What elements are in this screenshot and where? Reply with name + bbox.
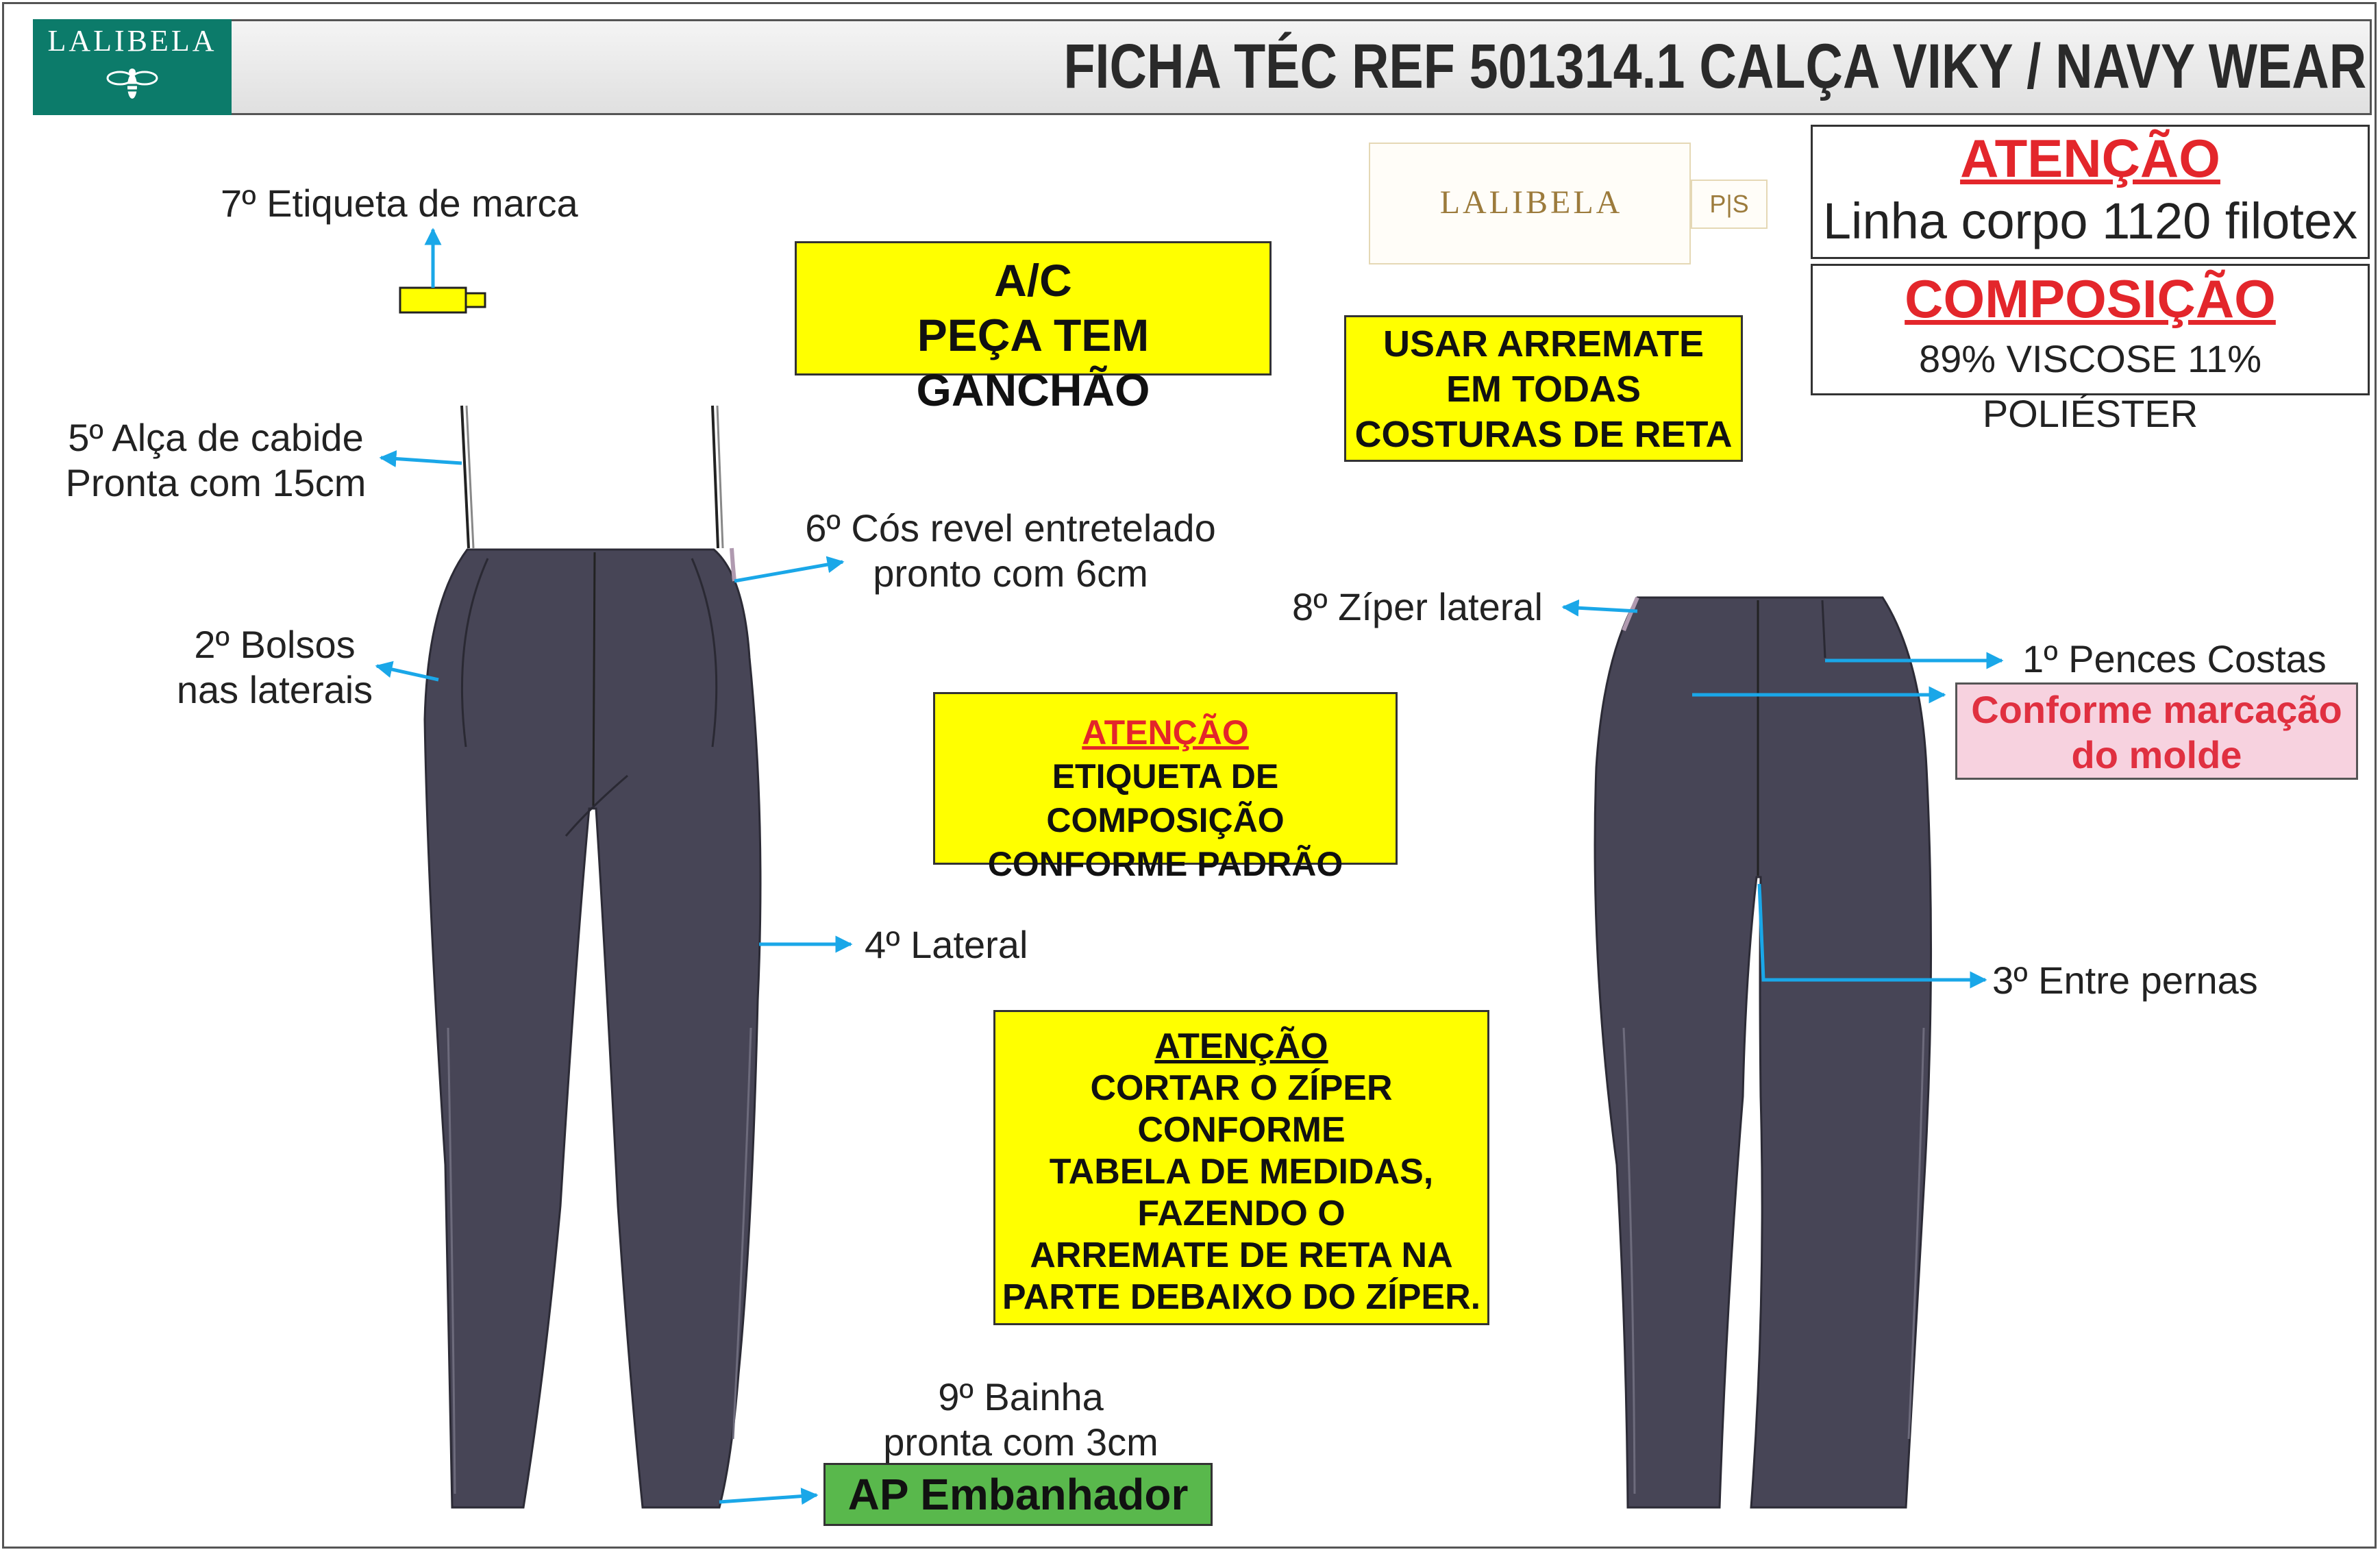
hanger-strap-left	[460, 405, 470, 549]
ziper-note-line: ARREMATE DE RETA NA	[1030, 1235, 1453, 1275]
etiqueta-note-title: ATENÇÃO	[1082, 713, 1249, 752]
back-side-highlight-right	[1907, 1027, 1925, 1440]
front-side-highlight	[447, 1027, 456, 1494]
callout-bolsos: 2º Bolsos nas laterais	[155, 622, 395, 713]
callout-alca-line2: Pronta com 15cm	[65, 461, 367, 504]
front-center-seam	[592, 552, 596, 806]
arrow-cos	[734, 556, 845, 583]
ziper-note-line: FAZENDO O	[1137, 1194, 1346, 1233]
back-pants-sketch	[1594, 596, 1933, 1509]
molde-line1: Conforme marcação	[1971, 688, 2342, 731]
header-bar	[33, 19, 2372, 115]
arremate-line3: COSTURAS DE RETA	[1354, 414, 1733, 455]
hanger-strap-right-inner	[716, 405, 724, 549]
waistband-loop	[730, 547, 736, 582]
etiqueta-note-line2: CONFORME PADRÃO	[987, 845, 1343, 883]
callout-bainha: 9º Bainha pronta com 3cm	[856, 1375, 1185, 1465]
arremate-note-box: USAR ARREMATE EM TODAS COSTURAS DE RETA	[1344, 315, 1743, 462]
arrow-ziper	[1561, 599, 1638, 617]
callout-bolsos-line2: nas laterais	[176, 668, 373, 711]
etiqueta-note-line1: ETIQUETA DE COMPOSIÇÃO	[1046, 757, 1285, 839]
attention-title: ATENÇÃO	[1960, 128, 2220, 188]
arremate-line1: USAR ARREMATE	[1383, 323, 1704, 365]
ac-note-line2: PEÇA TEM GANCHÃO	[916, 310, 1150, 415]
arrow-entre-pernas	[1757, 883, 1987, 989]
ziper-note-title: ATENÇÃO	[1154, 1026, 1328, 1066]
callout-etiqueta-marca: 7º Etiqueta de marca	[221, 182, 578, 225]
callout-bainha-line2: pronta com 3cm	[883, 1420, 1158, 1464]
front-pants-sketch	[423, 405, 762, 1509]
ziper-note-line: CORTAR O ZÍPER	[1090, 1068, 1393, 1108]
etiqueta-note-box: ATENÇÃO ETIQUETA DE COMPOSIÇÃO CONFORME …	[933, 692, 1398, 883]
front-pocket-left	[460, 558, 489, 748]
callout-cos-line2: pronto com 6cm	[873, 552, 1148, 595]
callout-bolsos-line1: 2º Bolsos	[194, 623, 356, 666]
composition-text: 89% VISCOSE 11% POLIÉSTER	[1918, 337, 2262, 435]
ziper-note-line: CONFORME	[1137, 1110, 1346, 1150]
brand-label-icon	[399, 286, 486, 314]
callout-alca-line1: 5º Alça de cabide	[68, 416, 364, 459]
composition-title: COMPOSIÇÃO	[1905, 269, 2276, 329]
back-side-highlight	[1622, 1027, 1636, 1494]
callout-lateral: 4º Lateral	[865, 923, 1028, 966]
hanger-strap-right	[711, 405, 719, 549]
callout-arrows	[375, 227, 2004, 1505]
bee-icon	[106, 69, 158, 99]
page-title: FICHA TÉC REF 501314.1 CALÇA VIKY / NAVY…	[1063, 32, 2366, 101]
logo-text: LALIBELA	[47, 24, 217, 58]
ziper-note-line: PARTE DEBAIXO DO ZÍPER.	[1002, 1277, 1481, 1317]
callout-pences: 1º Pences Costas	[2022, 637, 2327, 680]
callout-entre-pernas: 3º Entre pernas	[1992, 959, 2258, 1002]
thread-info-box: ATENÇÃO Linha corpo 1120 filotex	[1811, 125, 2370, 259]
callout-cos-line1: 6º Cós revel entretelado	[805, 506, 1216, 550]
ziper-note-line: TABELA DE MEDIDAS,	[1049, 1152, 1434, 1192]
arrow-bainha	[719, 1488, 819, 1505]
embanhador-box: AP Embanhador	[823, 1463, 1213, 1526]
arrow-alca	[379, 450, 462, 467]
callout-bainha-line1: 9º Bainha	[938, 1375, 1104, 1418]
front-side-highlight-right	[732, 1027, 752, 1440]
thread-text: Linha corpo 1120 filotex	[1822, 193, 2358, 249]
brand-tag-text: LALIBELA	[1439, 184, 1623, 221]
callout-alca: 5º Alça de cabide Pronta com 15cm	[48, 415, 384, 506]
hanger-strap-left-inner	[465, 405, 475, 549]
molde-note-box: Conforme marcação do molde	[1955, 682, 2358, 780]
back-dart	[1821, 600, 1826, 658]
ziper-note-box: ATENÇÃO CORTAR O ZÍPER CONFORME TABELA D…	[993, 1010, 1489, 1325]
arremate-line2: EM TODAS	[1446, 369, 1641, 410]
ac-note-line1: A/C	[994, 255, 1072, 306]
front-pocket-right	[691, 558, 718, 748]
callout-cos: 6º Cós revel entretelado pronto com 6cm	[788, 506, 1233, 596]
ac-note-box: A/C PEÇA TEM GANCHÃO	[795, 241, 1272, 415]
front-crease	[565, 774, 628, 837]
composition-box: COMPOSIÇÃO 89% VISCOSE 11% POLIÉSTER	[1811, 264, 2370, 435]
back-pants-body	[1594, 596, 1933, 1509]
zipper-pull	[1622, 596, 1639, 632]
arrow-bolsos	[375, 661, 439, 682]
front-pants-body	[423, 548, 762, 1509]
molde-line2: do molde	[2071, 733, 2242, 776]
brand-logo: LALIBELA	[33, 19, 232, 115]
callout-ziper-lateral: 8º Zíper lateral	[1292, 585, 1543, 628]
size-tag: P|S	[1691, 180, 1768, 229]
brand-label-tag: LALIBELA	[1369, 143, 1691, 264]
